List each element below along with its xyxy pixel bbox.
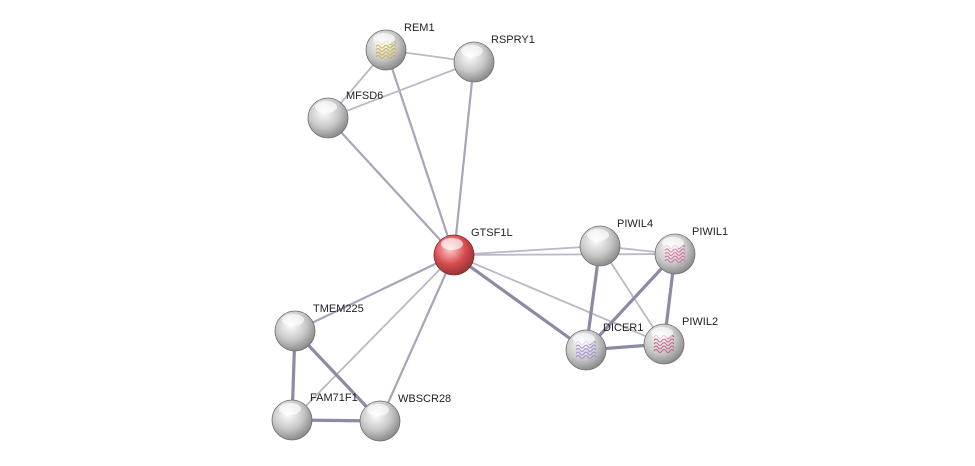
edge-gtsf1l-fam71f1[interactable] [291,254,455,421]
node-piwil4[interactable]: PIWIL4 [579,218,653,267]
edge-gtsf1l-rem1[interactable] [384,48,456,257]
node-label-piwil2: PIWIL2 [682,316,718,328]
node-label-wbscr28: WBSCR28 [398,393,451,405]
edge-gtsf1l-piwil1[interactable] [453,253,676,256]
node-label-rem1: REM1 [404,22,435,34]
node-mfsd6[interactable]: MFSD6 [307,90,383,139]
edge-gtsf1l-rspry1[interactable] [452,60,476,257]
node-highlight [279,403,301,415]
node-piwil1[interactable]: PIWIL1 [654,226,728,275]
edge-mfsd6-rspry1[interactable] [327,61,475,119]
node-highlight [441,238,463,250]
node-rem1[interactable]: REM1 [365,22,435,71]
node-label-mfsd6: MFSD6 [346,90,383,102]
edge-tmem225-wbscr28[interactable] [293,329,382,423]
node-label-fam71f1: FAM71F1 [310,392,358,404]
node-label-piwil1: PIWIL1 [692,226,728,238]
node-piwil2[interactable]: PIWIL2 [643,316,718,365]
node-fam71f1[interactable]: FAM71F1 [271,392,358,441]
edge-gtsf1l-tmem225[interactable] [293,253,456,333]
node-highlight [651,327,673,339]
edge-gtsf1l-mfsd6[interactable] [326,116,456,257]
node-label-piwil4: PIWIL4 [617,218,653,230]
node-highlight [373,33,395,45]
node-highlight [587,229,609,241]
edge-gtsf1l-dicer1[interactable] [452,253,588,352]
node-tmem225[interactable]: TMEM225 [274,303,364,352]
edge-gtsf1l-piwil2[interactable] [453,254,665,345]
node-label-gtsf1l: GTSF1L [471,227,513,239]
node-gtsf1l[interactable]: GTSF1L [433,227,513,276]
node-label-tmem225: TMEM225 [313,303,364,315]
edge-gtsf1l-piwil4[interactable] [453,245,601,256]
node-dicer1[interactable]: DICER1 [565,322,643,371]
node-label-dicer1: DICER1 [603,322,643,334]
node-highlight [315,101,337,113]
node-highlight [662,237,684,249]
node-label-rspry1: RSPRY1 [491,34,535,46]
node-highlight [367,404,389,416]
node-highlight [573,333,595,345]
edge-piwil1-dicer1[interactable] [584,252,677,352]
edge-gtsf1l-wbscr28[interactable] [378,253,456,423]
node-highlight [282,314,304,326]
node-wbscr28[interactable]: WBSCR28 [359,393,451,442]
node-highlight [461,45,483,57]
node-rspry1[interactable]: RSPRY1 [453,34,535,83]
